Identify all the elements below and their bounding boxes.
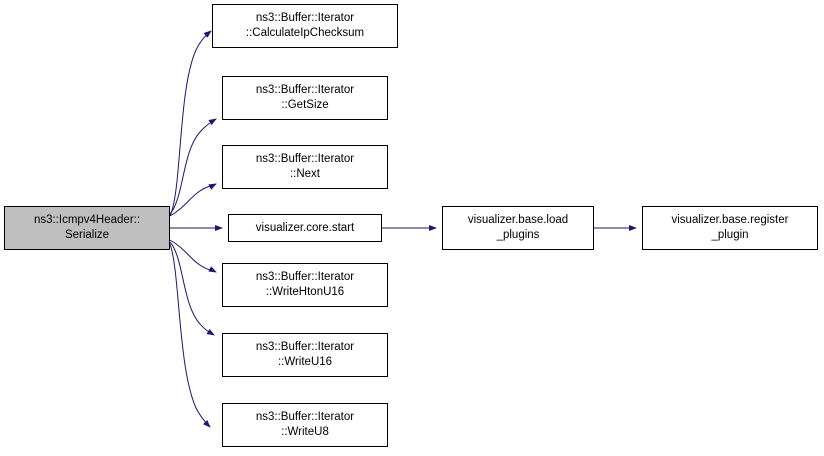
- node-label-line: visualizer.core.start: [255, 221, 355, 234]
- node-label-line: ::WriteU16: [277, 356, 333, 368]
- edge-root-to-writehton: [169, 239, 217, 273]
- node-next[interactable]: ns3::Buffer::Iterator::Next: [222, 145, 388, 189]
- node-label-line: ::CalculateIpChecksum: [245, 27, 365, 39]
- node-label-line: ns3::Buffer::Iterator: [255, 84, 355, 96]
- edge-root-to-writeu16: [169, 241, 215, 336]
- node-label-line: visualizer.base.load: [467, 214, 569, 226]
- node-label-line: _plugin: [711, 229, 749, 241]
- node-label-line: _plugins: [496, 229, 540, 241]
- node-label-line: ::WriteHtonU16: [265, 286, 345, 298]
- node-root[interactable]: ns3::Icmpv4Header::Serialize: [4, 206, 170, 250]
- node-label-line: ns3::Buffer::Iterator: [255, 341, 355, 353]
- edge-root-to-next: [169, 183, 217, 217]
- node-writeu8[interactable]: ns3::Buffer::Iterator::WriteU8: [222, 403, 388, 447]
- edge-root-to-getsize: [169, 118, 217, 215]
- node-loadplugins[interactable]: visualizer.base.load _plugins: [442, 206, 594, 250]
- node-label-line: ::Next: [289, 168, 321, 180]
- node-getsize[interactable]: ns3::Buffer::Iterator::GetSize: [222, 76, 388, 120]
- node-label-line: ::GetSize: [281, 99, 329, 111]
- node-label-line: ns3::Buffer::Iterator: [255, 153, 355, 165]
- node-label-line: ::WriteU8: [281, 426, 329, 438]
- node-registerplugin[interactable]: visualizer.base.register _plugin: [642, 206, 818, 250]
- node-label-line: ns3::Buffer::Iterator: [255, 411, 355, 423]
- node-calcip[interactable]: ns3::Buffer::Iterator::CalculateIpChecks…: [212, 4, 398, 48]
- edge-root-to-writeu8: [169, 243, 211, 428]
- node-label-line: Serialize: [64, 229, 110, 241]
- node-corestart[interactable]: visualizer.core.start: [228, 214, 382, 242]
- node-label-line: ns3::Icmpv4Header::: [33, 214, 141, 226]
- node-label-line: ns3::Buffer::Iterator: [255, 271, 355, 283]
- node-label-line: ns3::Buffer::Iterator: [255, 12, 355, 24]
- node-writeu16[interactable]: ns3::Buffer::Iterator::WriteU16: [222, 333, 388, 377]
- node-writehton[interactable]: ns3::Buffer::Iterator::WriteHtonU16: [222, 263, 388, 307]
- node-label-line: visualizer.base.register: [671, 214, 789, 226]
- edge-root-to-calcip: [169, 30, 212, 217]
